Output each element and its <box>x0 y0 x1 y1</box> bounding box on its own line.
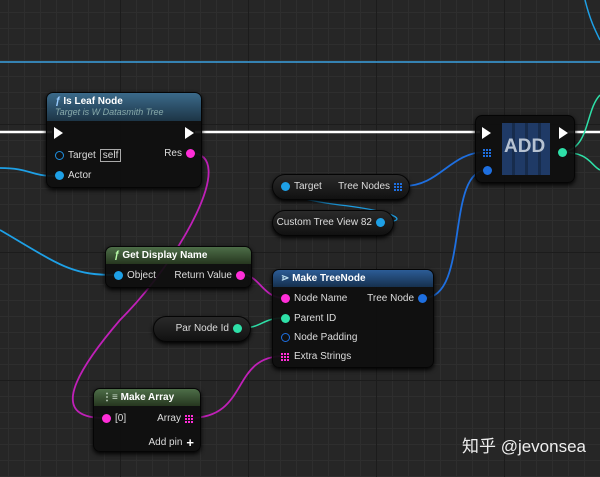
exec-in-pin[interactable] <box>54 127 63 139</box>
plus-icon: + <box>186 435 194 450</box>
make-array-node[interactable]: ⋮≡ Make Array [0] Array Add pin+ <box>93 388 201 452</box>
add-pin-button[interactable]: Add pin+ <box>148 435 194 450</box>
pin-label: Tree Nodes <box>338 181 390 192</box>
array-pin[interactable] <box>483 148 492 157</box>
pin-label: Target <box>294 181 322 192</box>
exec-out-pin[interactable] <box>185 127 194 139</box>
custom-tree-view-variable[interactable]: Custom Tree View 82 <box>272 210 394 236</box>
node-title: Make Array <box>120 392 175 403</box>
treenode-wire <box>423 169 488 299</box>
pin-label: Extra Strings <box>294 351 352 362</box>
function-icon: ƒ <box>114 250 123 261</box>
pin-label: Tree Node <box>367 293 414 304</box>
pin-label: Add pin <box>148 437 183 448</box>
variable-pin[interactable] <box>233 324 242 333</box>
pin-label: Array <box>157 413 181 424</box>
item-pin[interactable] <box>483 166 492 175</box>
variable-label: Custom Tree View 82 <box>276 217 372 228</box>
parent-id-pin[interactable] <box>281 314 290 323</box>
make-struct-icon: ⋗ <box>281 273 293 284</box>
index-0-pin[interactable] <box>102 414 111 423</box>
par-node-id-variable[interactable]: Par Node Id <box>153 316 251 342</box>
node-name-pin[interactable] <box>281 294 290 303</box>
node-subtitle: Target is W Datasmith Tree <box>55 107 164 117</box>
pin-label: Target <box>68 150 96 161</box>
top-right-wire <box>584 0 600 41</box>
add-node[interactable]: ADD <box>475 115 575 183</box>
node-title: Make TreeNode <box>292 273 366 284</box>
tree-nodes-getter[interactable]: Target Tree Nodes <box>272 174 410 200</box>
pin-label: Object <box>127 270 156 281</box>
target-pin[interactable] <box>55 151 64 160</box>
treenodes-wire <box>403 151 487 187</box>
actor-pin[interactable] <box>55 171 64 180</box>
function-icon: ƒ <box>55 96 64 107</box>
pin-label: [0] <box>115 413 127 424</box>
make-treenode-node[interactable]: ⋗ Make TreeNode Node Name Tree Node Pare… <box>272 269 434 368</box>
node-title: Is Leaf Node <box>63 96 123 107</box>
make-array-icon: ⋮≡ <box>102 392 121 403</box>
self-field[interactable]: self <box>99 149 122 162</box>
pin-label: Parent ID <box>294 313 337 324</box>
tree-node-pin[interactable] <box>418 294 427 303</box>
array-pin[interactable] <box>185 414 194 423</box>
node-padding-pin[interactable] <box>281 333 290 342</box>
pin-label: Res <box>164 148 182 159</box>
target-pin[interactable] <box>281 182 290 191</box>
index-pin[interactable] <box>558 148 567 157</box>
res-pin[interactable] <box>186 149 195 158</box>
extra-strings-pin[interactable] <box>281 352 290 361</box>
watermark: 知乎 @jevonsea <box>461 437 586 456</box>
pin-label: Actor <box>68 170 92 181</box>
pin-label: Node Padding <box>294 332 358 343</box>
node-title: Get Display Name <box>122 250 208 261</box>
pin-label: Node Name <box>294 293 348 304</box>
tree-nodes-pin[interactable] <box>394 182 403 191</box>
get-display-name-node[interactable]: ƒ Get Display Name Object Return Value <box>105 246 252 288</box>
add-title: ADD <box>504 136 546 157</box>
exec-out-pin[interactable] <box>559 127 568 139</box>
variable-label: Par Node Id <box>175 323 229 334</box>
object-pin[interactable] <box>114 271 123 280</box>
variable-pin[interactable] <box>376 218 385 227</box>
array-wire <box>189 355 285 419</box>
return-value-pin[interactable] <box>236 271 245 280</box>
res-wire <box>71 152 210 419</box>
exec-in-pin[interactable] <box>482 127 491 139</box>
object-wire <box>0 229 116 276</box>
pin-label: Return Value <box>174 270 232 281</box>
